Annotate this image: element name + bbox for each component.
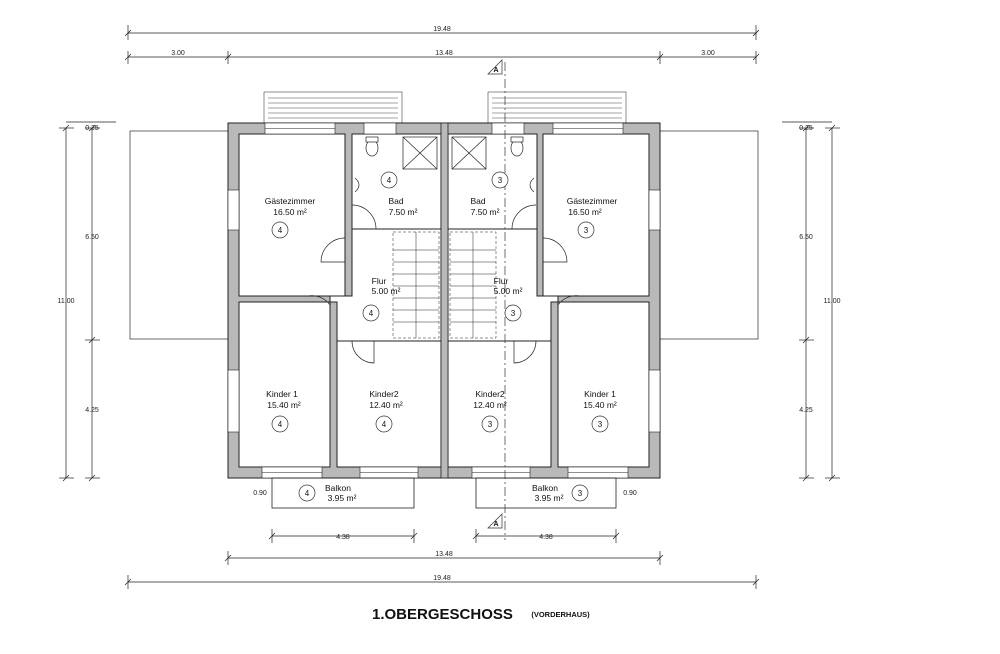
unit-number: 3 (488, 420, 493, 429)
unit-badge (504, 304, 522, 322)
plan-title: 1.OBERGESCHOSS (372, 606, 513, 623)
dim-front-depth-left: 6.50 (85, 234, 99, 241)
dimension-chain-bottom (124, 529, 760, 589)
dim-balcony-width-right: 4.38 (539, 534, 553, 541)
staircase-left (392, 231, 440, 339)
unit-number: 3 (498, 176, 503, 185)
dim-rear-depth-left: 4.25 (85, 407, 99, 414)
unit-left: Gästezimmer 16.50 m² 4 Bad 7.50 m² 4 Flu… (265, 171, 418, 503)
unit-badge (491, 171, 509, 189)
terrace-right (659, 130, 759, 340)
unit-badge (571, 484, 589, 502)
room-area-guest-left: 16.50 m² (273, 207, 307, 217)
unit-badge (481, 415, 499, 433)
dim-total-width-bottom: 19.48 (433, 575, 451, 582)
bath-fixtures (354, 136, 535, 193)
unit-badge (362, 304, 380, 322)
room-area-bath-left: 7.50 m² (389, 207, 418, 217)
dim-front-depth-right: 6.50 (799, 234, 813, 241)
room-name-guest-left: Gästezimmer (265, 196, 316, 206)
unit-number: 4 (278, 420, 283, 429)
dim-wall-offset-right: 0.25 (799, 125, 813, 132)
vent-top-left (263, 91, 403, 125)
room-name-kids1-left: Kinder 1 (266, 389, 298, 399)
balcony-right (475, 477, 617, 509)
unit-number: 3 (511, 309, 516, 318)
room-name-balcony-left: Balkon (325, 483, 351, 493)
dim-rear-depth-right: 4.25 (799, 407, 813, 414)
staircase-right (449, 231, 497, 339)
room-name-kids1-right: Kinder 1 (584, 389, 616, 399)
balcony-left (271, 477, 415, 509)
dim-right-offset-top: 3.00 (701, 50, 715, 57)
room-name-kids2-left: Kinder2 (369, 389, 399, 399)
unit-number: 3 (584, 226, 589, 235)
section-marker-top: A (493, 67, 498, 74)
room-area-kids2-left: 12.40 m² (369, 400, 403, 410)
room-area-kids1-left: 15.40 m² (267, 400, 301, 410)
room-name-bath-left: Bad (388, 196, 403, 206)
room-name-kids2-right: Kinder2 (475, 389, 505, 399)
unit-number: 4 (369, 309, 374, 318)
unit-badge (577, 221, 595, 239)
dimension-chain-left (59, 121, 116, 482)
dim-left-offset-top: 3.00 (171, 50, 185, 57)
unit-number: 3 (598, 420, 603, 429)
section-line-a (487, 59, 506, 540)
unit-badge (375, 415, 393, 433)
walls (227, 122, 661, 479)
dimension-chain-top (124, 25, 760, 64)
doors (307, 204, 581, 364)
unit-badge (298, 484, 316, 502)
room-name-guest-right: Gästezimmer (567, 196, 618, 206)
dim-balcony-depth-right: 0.90 (623, 490, 637, 497)
dim-balcony-depth-left: 0.90 (253, 490, 267, 497)
unit-badge (271, 221, 289, 239)
dim-total-depth-left: 11.00 (58, 298, 75, 305)
unit-badge (380, 171, 398, 189)
room-name-hall-left: Flur (372, 276, 387, 286)
room-area-balcony-left: 3.95 m² (328, 493, 357, 503)
room-area-hall-left: 5.00 m² (372, 286, 401, 296)
plan-subtitle: (VORDERHAUS) (531, 610, 590, 619)
room-area-guest-right: 16.50 m² (568, 207, 602, 217)
unit-number: 4 (387, 176, 392, 185)
room-name-bath-right: Bad (470, 196, 485, 206)
dim-balcony-width-left: 4.38 (336, 534, 350, 541)
room-area-kids1-right: 15.40 m² (583, 400, 617, 410)
plan-title-block: 1.OBERGESCHOSS (VORDERHAUS) (372, 606, 590, 624)
vent-top-right (487, 91, 627, 125)
dim-total-width-top: 19.48 (433, 26, 451, 33)
unit-number: 4 (382, 420, 387, 429)
section-marker-bottom: A (493, 521, 498, 528)
unit-number: 4 (305, 489, 310, 498)
unit-number: 4 (278, 226, 283, 235)
dim-building-width-bottom: 13.48 (435, 551, 453, 558)
room-area-hall-right: 5.00 m² (494, 286, 523, 296)
dim-building-width-top: 13.48 (435, 50, 453, 57)
unit-badge (271, 415, 289, 433)
unit-badge (591, 415, 609, 433)
unit-right: Gästezimmer 16.50 m² 3 Bad 7.50 m² 3 Flu… (470, 171, 618, 503)
dimension-chain-right (782, 121, 840, 482)
room-name-hall-right: Flur (494, 276, 509, 286)
terrace-left (129, 130, 229, 340)
room-name-balcony-right: Balkon (532, 483, 558, 493)
room-area-bath-right: 7.50 m² (471, 207, 500, 217)
unit-number: 3 (578, 489, 583, 498)
dim-wall-offset-left: 0.25 (85, 125, 99, 132)
room-area-kids2-right: 12.40 m² (473, 400, 507, 410)
dim-total-depth-right: 11.00 (824, 298, 841, 305)
room-area-balcony-right: 3.95 m² (535, 493, 564, 503)
